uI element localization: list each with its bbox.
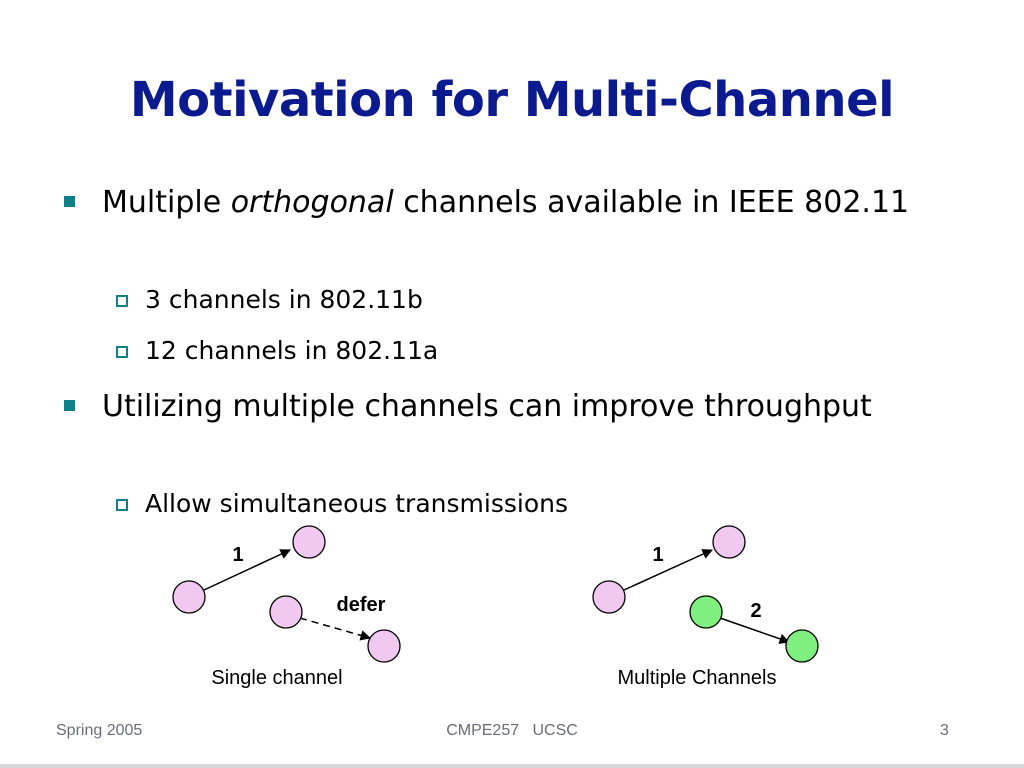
- single-node-b: [292, 525, 326, 559]
- bullet-1-text: Multiple orthogonal channels available i…: [102, 185, 910, 220]
- slide-title: Motivation for Multi-Channel: [129, 72, 895, 128]
- multiple-channels-caption: Multiple Channels: [618, 667, 777, 689]
- multi-link-2-label: 2: [750, 600, 761, 622]
- page-number: 3: [940, 722, 949, 739]
- single-channel-caption: Single channel: [211, 667, 342, 689]
- hollow-square-bullet-icon: [116, 346, 128, 358]
- single-node-a: [172, 580, 206, 614]
- single-link-1-label: 1: [232, 544, 243, 566]
- sub-bullet-1-1-text: 3 channels in 802.11b: [145, 285, 423, 314]
- sub-bullet-2-1-text: Allow simultaneous transmissions: [145, 489, 568, 518]
- multi-node-c: [689, 595, 723, 629]
- footer-left: Spring 2005: [56, 722, 143, 739]
- bullet-1-emphasis: orthogonal: [230, 185, 394, 220]
- multi-link-1-arrow: [623, 549, 713, 591]
- sub-bullet-1-1: 3 channels in 802.11b: [116, 280, 936, 320]
- single-node-c: [269, 595, 303, 629]
- bullet-2: Utilizing multiple channels can improve …: [64, 384, 944, 430]
- multi-link-2-arrow: [719, 617, 790, 644]
- hollow-square-bullet-icon: [116, 295, 128, 307]
- footer-divider: [0, 764, 1024, 768]
- multi-node-a: [592, 580, 626, 614]
- single-channel-diagram: 1 defer Single channel: [172, 525, 401, 689]
- sub-bullet-1-2-text: 12 channels in 802.11a: [145, 336, 439, 365]
- multi-node-b: [712, 525, 746, 559]
- multiple-channels-diagram: 1 2 Multiple Channels: [592, 525, 819, 689]
- bullet-1: Multiple orthogonal channels available i…: [64, 180, 944, 226]
- single-defer-arrow: [299, 617, 372, 641]
- single-link-1-arrow: [203, 549, 291, 591]
- single-node-d: [367, 629, 401, 663]
- square-bullet-icon: [64, 400, 75, 411]
- sub-bullet-2-1: Allow simultaneous transmissions: [116, 484, 936, 524]
- bullet-2-text: Utilizing multiple channels can improve …: [102, 389, 872, 424]
- multi-node-d: [785, 629, 819, 663]
- hollow-square-bullet-icon: [116, 499, 128, 511]
- multi-link-1-label: 1: [652, 544, 663, 566]
- defer-label: defer: [337, 594, 386, 616]
- footer-center: CMPE257 UCSC: [446, 722, 578, 739]
- sub-bullet-1-2: 12 channels in 802.11a: [116, 331, 936, 371]
- square-bullet-icon: [64, 196, 75, 207]
